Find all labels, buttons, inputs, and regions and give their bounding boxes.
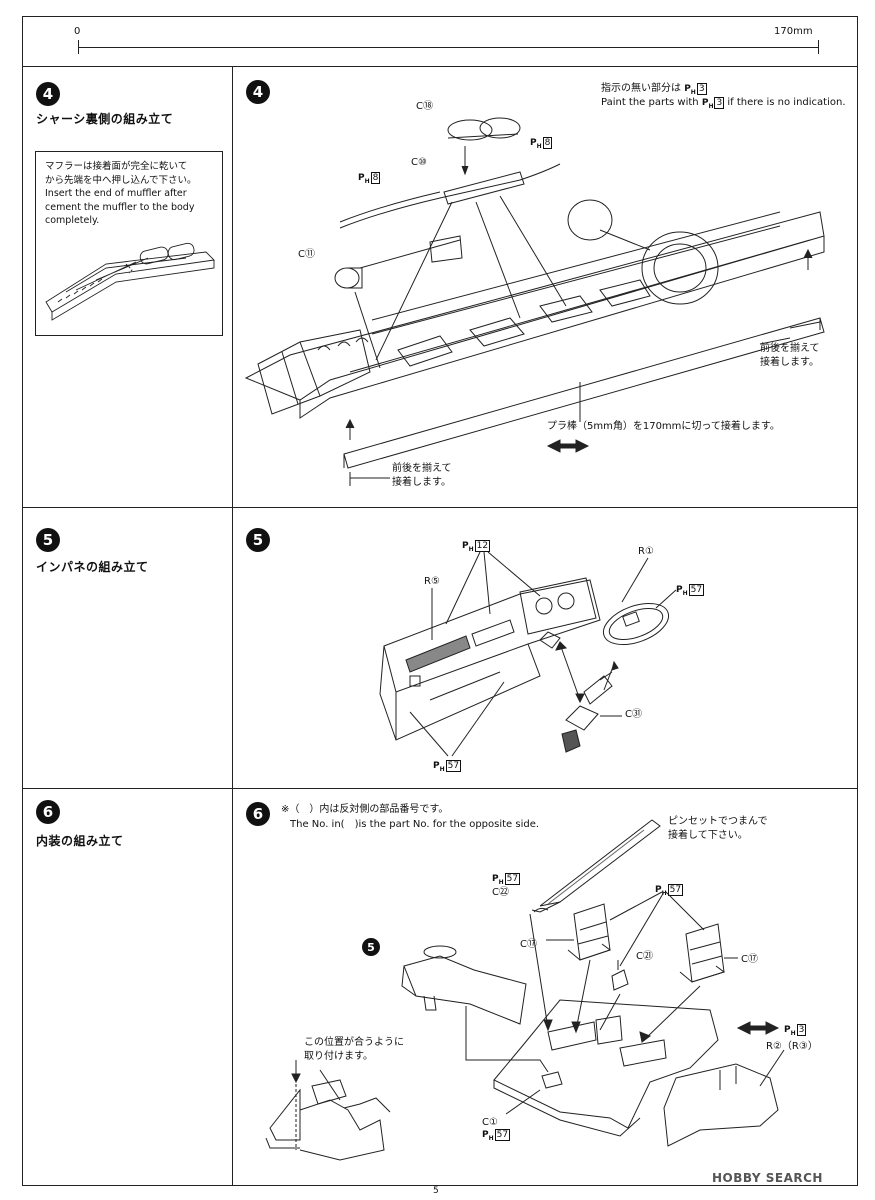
paint-code-jp-num: 3 (696, 83, 707, 95)
align-note-1-line2: 接着します。 (760, 357, 819, 368)
row-divider-2 (22, 788, 858, 789)
paint-code-ph3-num: 3 (796, 1024, 807, 1036)
paint-instruction-en-text: Paint the parts with (601, 97, 699, 108)
ref-step5-badge: 5 (362, 938, 380, 956)
align-note-2-line1: 前後を揃えて (392, 463, 452, 474)
paint-code-ph57-wheel-num: 57 (688, 584, 705, 596)
step6-number: 6 (36, 800, 60, 824)
step6-title: 内装の組み立て (36, 834, 124, 848)
part-label-r5: R⑤ (424, 576, 440, 587)
ruler-tick-start (78, 40, 79, 54)
part-label-c1: C① (482, 1117, 498, 1128)
step4-title: シャーシ裏側の組み立て (36, 112, 174, 126)
align-note-1-line1: 前後を揃えて (760, 343, 820, 354)
step5-number: 5 (36, 528, 60, 552)
watermark: HOBBY SEARCH (712, 1171, 823, 1185)
part-label-c21: C㉑ (636, 951, 653, 962)
step4-number: 4 (36, 82, 60, 106)
paint-code-ph8-right-num: 8 (542, 137, 553, 149)
part-label-c17-left: C⑰ (520, 939, 537, 950)
paint-code-ph57-seats-num: 57 (667, 884, 684, 896)
muffler-note-text: マフラーは接着面が完全に乾いて から先端を中へ押し込んで下さい。 Insert … (45, 160, 217, 228)
paint-code-ph12-num: 12 (474, 540, 491, 552)
ruler-start-label: 0 (74, 26, 81, 37)
paint-code-ph57-c1-num: 57 (494, 1129, 511, 1141)
ruler-bar: 0 170mm (22, 16, 858, 67)
step4-diagram-number: 4 (246, 80, 270, 104)
note-jp-line2: から先端を中へ押し込んで下さい。 (45, 174, 197, 186)
paint-code-ph57-dash-num: 57 (445, 760, 462, 772)
step5-diagram-number: 5 (246, 528, 270, 552)
paint-code-ph57-c22-num: 57 (504, 873, 521, 885)
part-label-c10: C⑩ (411, 157, 427, 168)
ruler-end-label: 170mm (774, 26, 813, 37)
muffler-note-box: マフラーは接着面が完全に乾いて から先端を中へ押し込んで下さい。 Insert … (35, 151, 223, 336)
row-divider-1 (22, 507, 858, 508)
note-en-line1: Insert the end of muffler after (45, 188, 187, 199)
part-label-r1: R① (638, 546, 654, 557)
ruler-tick-end (818, 40, 819, 54)
page-frame (22, 16, 858, 1186)
part-label-c18: C⑱ (416, 101, 433, 112)
note-en-line2: cement the muffler to the body (45, 201, 195, 213)
tweezers-note-line1: ピンセットでつまんで (668, 816, 768, 827)
part-label-c11: C⑪ (298, 249, 315, 260)
paint-instruction-jp-text: 指示の無い部分は (601, 83, 681, 94)
part-label-c22: C㉒ (492, 887, 509, 898)
paint-code-ph8-left-num: 8 (370, 172, 381, 184)
tweezers-note-line2: 接着して下さい。 (668, 830, 748, 841)
page-number: 5 (433, 1186, 439, 1196)
column-divider (232, 67, 233, 1186)
opposite-side-note-en: The No. in( )is the part No. for the opp… (290, 819, 540, 830)
plastic-rod-note: プラ棒（5mm角）を170mmに切って接着します。 (547, 421, 780, 432)
part-label-c31: C㉛ (625, 709, 642, 720)
opposite-side-note-jp: ※（ ）内は反対側の部品番号です。 (281, 804, 449, 815)
align-note-2-line2: 接着します。 (392, 477, 451, 488)
position-note-line1: この位置が合うように (304, 1037, 404, 1048)
part-label-r2-r3: R②（R③） (766, 1041, 818, 1052)
note-jp-line1: マフラーは接着面が完全に乾いて (45, 161, 188, 172)
paint-instruction-en-end: if there is no indication. (727, 97, 846, 108)
ruler-line (78, 47, 818, 48)
position-note-line2: 取り付けます。 (304, 1051, 373, 1062)
note-en-line3: completely. (45, 215, 100, 226)
paint-code-en-num: 3 (714, 97, 725, 109)
muffler-detail-illustration (45, 242, 215, 321)
step6-diagram-number: 6 (246, 802, 270, 826)
step5-title: インパネの組み立て (36, 560, 149, 574)
part-label-c17-right: C⑰ (741, 954, 758, 965)
